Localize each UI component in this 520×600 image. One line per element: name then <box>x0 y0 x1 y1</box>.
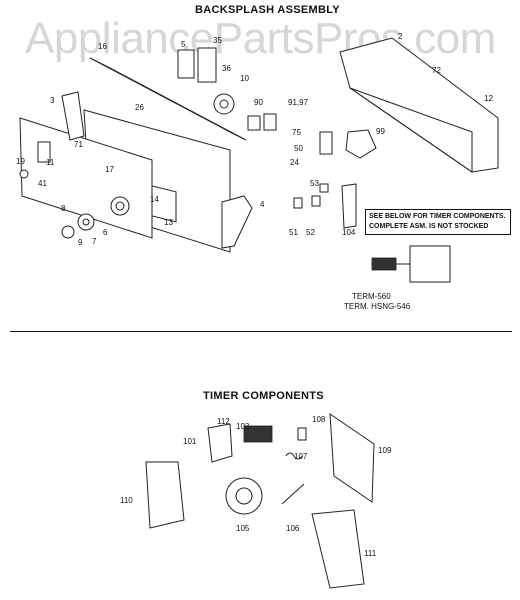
dial-7 <box>77 213 95 231</box>
selector-knob <box>213 93 235 115</box>
watermark: AppliancePartsPros.com <box>25 14 496 63</box>
part-number-label: 72 <box>432 66 441 75</box>
part-number-label: 101 <box>183 437 197 446</box>
part-number-label: 99 <box>376 127 385 136</box>
timer-motor-105 <box>225 477 263 515</box>
switch-5 <box>177 49 195 79</box>
part-number-label: 14 <box>150 195 159 204</box>
part-number-label: 17 <box>105 165 114 174</box>
part-number-label: 52 <box>306 228 315 237</box>
part-number-label: 108 <box>312 415 326 424</box>
part-number-label: 107 <box>294 452 308 461</box>
switch-90 <box>247 115 261 131</box>
part-number-label: 35 <box>213 36 222 45</box>
bracket-109 <box>329 413 375 503</box>
part-number-label: 3 <box>50 96 55 105</box>
part-number-label: 90 <box>254 98 263 107</box>
timer-components-note: SEE BELOW FOR TIMER COMPONENTS. COMPLETE… <box>365 209 511 235</box>
frame-110 <box>145 461 185 529</box>
part-108 <box>297 427 307 441</box>
switch-35 <box>197 47 217 83</box>
part-number-label: 16 <box>98 42 107 51</box>
part-number-label: 10 <box>240 74 249 83</box>
section-divider <box>10 331 512 332</box>
cover-111 <box>311 509 365 589</box>
part-number-label: 12 <box>484 94 493 103</box>
part-number-label: 7 <box>92 237 97 246</box>
part-number-label: 11 <box>46 158 55 167</box>
top-trim-strip <box>89 57 247 141</box>
timer-cover-101 <box>207 423 233 463</box>
part-number-label: 109 <box>378 446 392 455</box>
part-number-label: 41 <box>38 179 47 188</box>
part-number-label: 112 <box>217 417 230 426</box>
terminal-housing <box>409 245 451 283</box>
spring-107 <box>285 452 303 460</box>
terminal-block <box>371 257 397 271</box>
part-number-label: 2 <box>398 32 403 41</box>
front-face-panel <box>19 117 153 239</box>
bracket-104 <box>341 183 357 229</box>
term-label: TERM-560 <box>352 292 391 301</box>
part-number-label: 50 <box>294 144 303 153</box>
note-line-2: COMPLETE ASM. IS NOT STOCKED <box>369 223 489 230</box>
terminal-block-103 <box>243 425 273 443</box>
knob-8 <box>61 225 75 239</box>
part-number-label: 4 <box>260 200 265 209</box>
part-number-label: 19 <box>16 157 25 166</box>
shaft-106 <box>281 483 305 505</box>
note-line-1: SEE BELOW FOR TIMER COMPONENTS. <box>369 213 506 220</box>
part-number-label: 53 <box>310 179 319 188</box>
part-number-label: 51 <box>289 228 298 237</box>
left-end-cap <box>61 91 85 141</box>
part-number-label: 5 <box>181 40 186 49</box>
part-number-label: 13 <box>164 218 173 227</box>
title-timer-components: TIMER COMPONENTS <box>203 390 324 402</box>
switch-91 <box>263 113 277 131</box>
part-number-label: 8 <box>61 204 66 213</box>
part-number-label: 9 <box>78 238 83 247</box>
part-number-label: 106 <box>286 524 300 533</box>
right-end-cap <box>221 195 253 249</box>
motor-99 <box>345 129 377 159</box>
part-number-label: 110 <box>120 496 133 505</box>
clip-53 <box>319 183 329 193</box>
part-number-label: 104 <box>342 228 356 237</box>
part-number-label: 105 <box>236 524 250 533</box>
part-number-label: 6 <box>103 228 108 237</box>
title-backsplash-assembly: BACKSPLASH ASSEMBLY <box>195 4 340 16</box>
clip-52 <box>311 195 321 207</box>
part-number-label: 111 <box>364 549 377 558</box>
term-housing-label: TERM. HSNG-546 <box>344 302 411 311</box>
part-number-label: 75 <box>292 128 301 137</box>
clip-51 <box>293 197 303 209</box>
part-number-label: 36 <box>222 64 231 73</box>
bracket-50 <box>319 131 333 155</box>
part-number-label: 103 <box>236 422 250 431</box>
part-number-label: 91,97 <box>288 98 309 107</box>
part-number-label: 71 <box>74 140 83 149</box>
part-number-label: 26 <box>135 103 144 112</box>
knob-19 <box>19 169 29 179</box>
part-number-label: 24 <box>290 158 299 167</box>
